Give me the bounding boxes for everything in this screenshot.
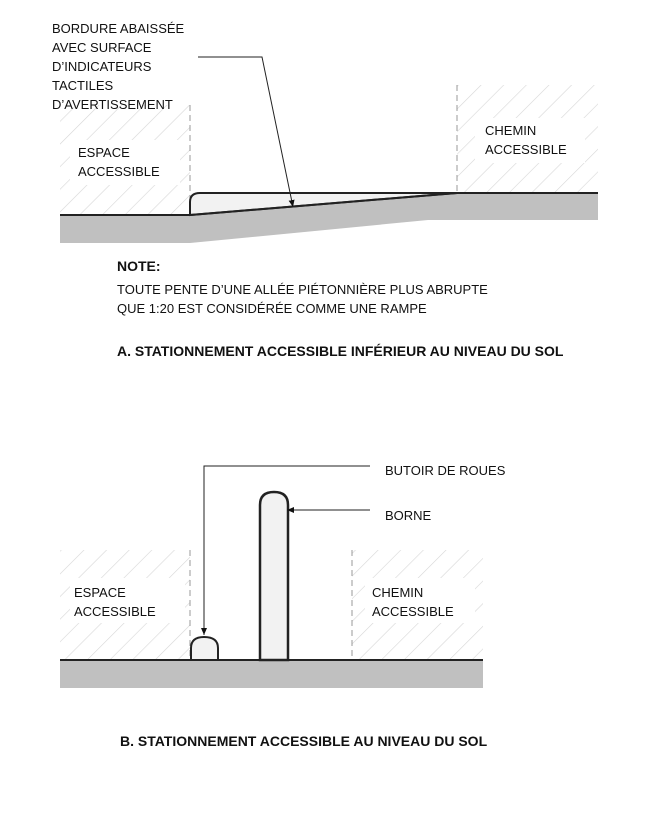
label-mask-right (365, 578, 475, 623)
left-label: ESPACE (74, 585, 126, 600)
left-label: ACCESSIBLE (74, 604, 156, 619)
note-line: QUE 1:20 EST CONSIDÉRÉE COMME UNE RAMPE (117, 301, 427, 316)
right-label: ACCESSIBLE (485, 142, 567, 157)
callout-line: BORDURE ABAISSÉE (52, 21, 185, 36)
right-label: ACCESSIBLE (372, 604, 454, 619)
callout-line: D’INDICATEURS (52, 59, 152, 74)
diagram-a: BORDURE ABAISSÉE AVEC SURFACE D’INDICATE… (52, 21, 598, 359)
diagram-b: BUTOIR DE ROUES BORNE ESPACE ACCESSIBLE … (60, 463, 506, 749)
bollard-label: BORNE (385, 508, 432, 523)
ground-line (60, 192, 598, 216)
callout-leader (198, 56, 295, 208)
ground-section (60, 660, 483, 688)
right-label: CHEMIN (485, 123, 536, 138)
wheel-stop (190, 635, 219, 661)
bollard (258, 490, 290, 662)
note-heading: NOTE: (117, 258, 161, 274)
callout-line: TACTILES (52, 78, 113, 93)
diagram-b-title: B. STATIONNEMENT ACCESSIBLE AU NIVEAU DU… (120, 733, 488, 749)
wheel-stop-leader (201, 465, 370, 635)
wheel-stop-label: BUTOIR DE ROUES (385, 463, 506, 478)
label-mask-left (70, 140, 180, 185)
label-mask-left (70, 578, 185, 623)
callout-line: D’AVERTISSEMENT (52, 97, 173, 112)
note-line: TOUTE PENTE D’UNE ALLÉE PIÉTONNIÈRE PLUS… (117, 282, 488, 297)
left-label: ACCESSIBLE (78, 164, 160, 179)
callout-line: AVEC SURFACE (52, 40, 152, 55)
diagram-a-title: A. STATIONNEMENT ACCESSIBLE INFÉRIEUR AU… (117, 343, 564, 359)
right-label: CHEMIN (372, 585, 423, 600)
left-label: ESPACE (78, 145, 130, 160)
label-mask-right (475, 118, 585, 163)
ground-section (60, 193, 598, 243)
